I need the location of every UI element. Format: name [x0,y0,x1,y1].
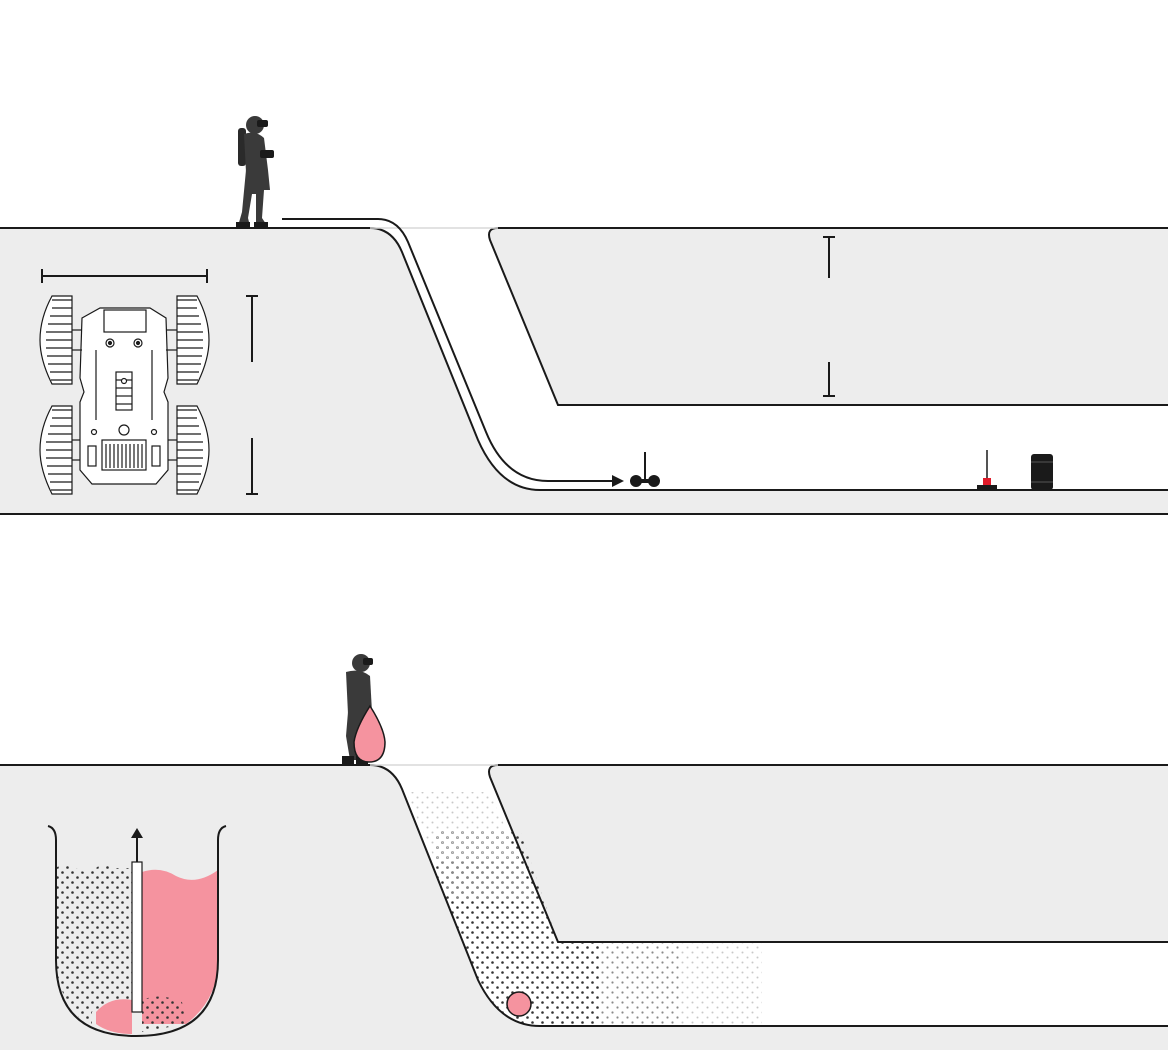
tunnel-outline-left-bottom [0,764,1168,1027]
container-vessel [47,825,227,1038]
ground-left-bottom [0,765,1168,1050]
soldier-figure-top [236,116,274,227]
pink-drop [353,704,386,763]
robot-vehicle-icon [39,295,210,495]
bottom-panel [0,654,1168,1050]
dimension-clearance-marker [823,236,835,397]
sensor-device [630,452,660,487]
wheel-rear-left [39,405,73,495]
ground-right-top [489,228,1168,405]
dimension-width-marker [41,269,208,283]
arrow-up-icon [131,828,143,838]
arrow-head-icon [612,475,624,487]
pink-ball [506,991,532,1017]
tunnel-path-arrow [282,218,612,482]
top-panel [0,116,1168,515]
wheel-rear-right [176,405,210,495]
dimension-height-marker [246,295,258,495]
ground-right-bottom [489,765,1168,942]
target-marker [977,450,997,489]
tunnel-outline-left [0,227,1168,491]
wheel-front-right [176,295,210,385]
robot-grille [101,439,147,471]
ground-left-top [0,228,1168,514]
barrel-object [1031,454,1053,490]
wheel-front-left [39,295,73,385]
